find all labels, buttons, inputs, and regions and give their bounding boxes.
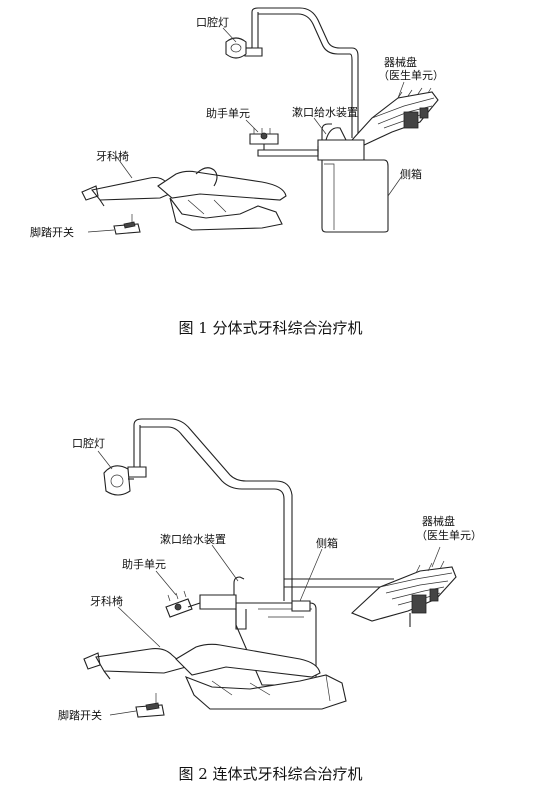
assistant-unit <box>165 590 201 618</box>
foot-switch <box>135 693 165 718</box>
rinse-water-device <box>199 576 247 630</box>
leader-dental-chair <box>117 606 161 648</box>
leader-assistant-unit <box>155 570 177 596</box>
label-rinse-water-device: 漱口给水装置 <box>292 106 358 119</box>
dental-chair <box>83 643 347 710</box>
figure-split-dental-unit: 口腔灯 器械盘 （医生单元） 侧箱 漱口给水装 <box>0 0 541 345</box>
leader-assistant-unit <box>245 119 259 133</box>
dental-lamp-head <box>225 37 252 59</box>
dental-lamp-arm <box>127 418 293 601</box>
leader-dental-chair <box>115 155 133 179</box>
split-unit-drawing: 口腔灯 器械盘 （医生单元） 侧箱 漱口给水装 <box>30 7 444 239</box>
label-foot-switch: 脚踏开关 <box>30 225 74 239</box>
leader-foot-switch <box>87 229 115 233</box>
leader-instrument-tray <box>431 546 441 568</box>
leader-side-cabinet <box>387 175 403 197</box>
label-instrument-tray-line1: 器械盘 <box>422 514 455 528</box>
foot-switch <box>113 214 141 235</box>
label-rinse-water-device: 漱口给水装置 <box>160 533 226 546</box>
label-dental-chair: 牙科椅 <box>90 594 123 608</box>
label-instrument-tray-line2: （医生单元） <box>378 68 444 82</box>
leader-instrument-tray <box>397 81 405 99</box>
assistant-unit <box>249 128 319 157</box>
dental-lamp-head <box>103 465 134 496</box>
label-instrument-tray-line2: （医生单元） <box>416 528 482 542</box>
instrument-tray <box>350 560 457 627</box>
leader-dental-lamp <box>222 27 237 43</box>
figure-2-caption: 图 2 连体式牙科综合治疗机 <box>178 765 363 783</box>
label-instrument-tray-line1: 器械盘 <box>384 55 417 69</box>
label-assistant-unit: 助手单元 <box>122 557 166 571</box>
label-dental-lamp: 口腔灯 <box>72 436 105 450</box>
figure-integrated-dental-unit: 口腔灯 器械盘 （医生单元） 侧箱 <box>0 395 541 790</box>
side-cabinet <box>317 127 389 233</box>
leader-dental-lamp <box>97 450 113 470</box>
integrated-unit-drawing: 口腔灯 器械盘 （医生单元） 侧箱 <box>58 418 482 722</box>
instrument-tray <box>351 87 439 161</box>
dental-chair <box>81 167 287 231</box>
label-foot-switch: 脚踏开关 <box>58 708 102 722</box>
label-assistant-unit: 助手单元 <box>206 106 250 120</box>
tray-arm <box>284 578 394 588</box>
label-dental-chair: 牙科椅 <box>96 149 129 163</box>
figure-1-caption: 图 1 分体式牙科综合治疗机 <box>178 319 363 337</box>
label-side-cabinet: 侧箱 <box>316 536 338 550</box>
leader-foot-switch <box>109 710 137 716</box>
label-side-cabinet: 侧箱 <box>400 167 422 181</box>
leader-side-cabinet <box>299 548 323 602</box>
leader-rinse-water-device <box>211 544 239 582</box>
dental-lamp-arm <box>244 7 359 138</box>
label-dental-lamp: 口腔灯 <box>196 15 229 29</box>
leader-rinse-water-device <box>313 117 327 135</box>
